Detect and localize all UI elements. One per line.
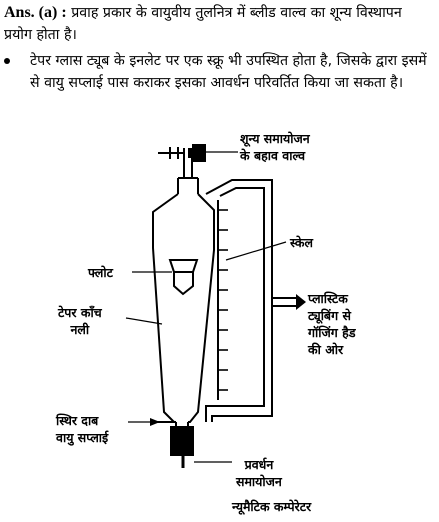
- answer-text: प्रवाह प्रकार के वायुवीय तुलनित्र में ब्…: [4, 5, 402, 43]
- label-air-supply: स्थिर दाब वायु सप्लाई: [56, 413, 109, 445]
- label-float: फ्लोट: [88, 265, 113, 280]
- taper-tube-right: [188, 193, 215, 423]
- taper-tube-left: [152, 193, 179, 423]
- outlet-tube-inner: [205, 187, 265, 422]
- bullet-icon: [4, 58, 10, 64]
- magnification-block: [170, 426, 194, 456]
- float-top: [168, 259, 199, 273]
- label-scale: स्केल: [290, 235, 313, 250]
- label-taper-tube: टेपर काँच नली: [58, 305, 102, 337]
- bullet-text: टेपर ग्लास ट्यूब के इनलेट पर एक स्क्रू भ…: [30, 53, 427, 91]
- float-body: [173, 271, 194, 296]
- leader-lines: [125, 151, 287, 463]
- label-magnification-adjust: प्रवर्धन समायोजन: [236, 457, 282, 489]
- label-plastic-tubing: प्लास्टिक ट्यूबिंग से गॉजिंग हैड की ओर: [308, 291, 356, 357]
- scale-ticks: [218, 209, 228, 391]
- answer-label: Ans. (a) :: [4, 4, 67, 21]
- answer-paragraph: Ans. (a) : प्रवाह प्रकार के वायुवीय तुलन…: [4, 2, 432, 46]
- diagram-caption: न्यूमैटिक कम्पेरेटर: [232, 499, 312, 514]
- outlet-arrow-icon: [296, 294, 306, 310]
- bleed-valve-block: [192, 144, 206, 162]
- label-zero-adjust: शून्य समायोजन के बहाव वाल्व: [240, 131, 310, 163]
- outlet-tube-outer: [205, 179, 273, 422]
- supply-arrow-icon: [150, 418, 160, 426]
